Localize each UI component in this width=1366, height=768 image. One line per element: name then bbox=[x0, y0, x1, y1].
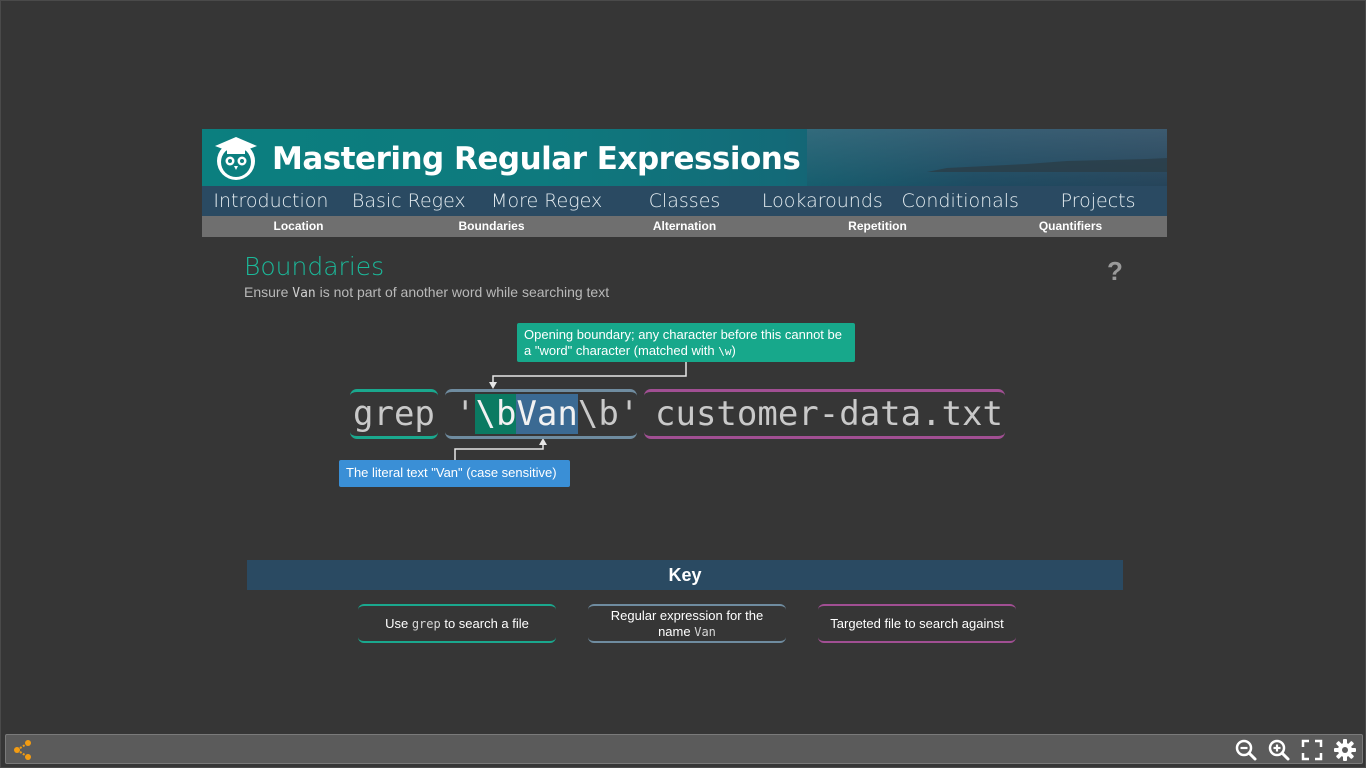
subtitle-text-after: is not part of another word while search… bbox=[315, 284, 610, 300]
key-regex-line2: name bbox=[658, 623, 695, 639]
boundary-callout-text: a "word" character (matched with bbox=[524, 343, 719, 358]
sub-nav-boundaries[interactable]: Boundaries bbox=[458, 219, 525, 233]
zoom-in-icon[interactable] bbox=[1267, 738, 1291, 762]
boundary-callout-line1: Opening boundary; any character before t… bbox=[524, 327, 842, 342]
key-header: Key bbox=[247, 560, 1123, 590]
target-file: customer-data.txt bbox=[644, 389, 1005, 439]
key-item-file: Targeted file to search against bbox=[818, 604, 1016, 643]
sub-nav-alternation[interactable]: Alternation bbox=[652, 219, 717, 233]
main-nav: Introduction Basic Regex More Regex Clas… bbox=[202, 186, 1167, 216]
owl-graduate-icon bbox=[215, 137, 257, 180]
subtitle-text-before: Ensure bbox=[244, 284, 293, 300]
literal-arrowhead bbox=[539, 438, 547, 445]
boundary-callout-line2: a "word" character (matched with \w) bbox=[524, 343, 848, 360]
key-grep-text-end: to search a file bbox=[440, 615, 529, 631]
sub-nav-repetition[interactable]: Repetition bbox=[848, 219, 907, 233]
literal-connector bbox=[454, 442, 544, 460]
banner-landscape bbox=[807, 129, 1167, 186]
sub-nav-quantifiers[interactable]: Quantifiers bbox=[1038, 219, 1103, 233]
boundary-callout: Opening boundary; any character before t… bbox=[517, 323, 855, 362]
help-button[interactable]: ? bbox=[1107, 256, 1123, 286]
grep-command: grep bbox=[350, 389, 438, 439]
regex-open-quote: ' bbox=[455, 394, 476, 434]
settings-icon[interactable] bbox=[1333, 738, 1357, 762]
key-grep-text: Use bbox=[385, 615, 412, 631]
sub-nav-location[interactable]: Location bbox=[273, 219, 324, 233]
nav-item-introduction[interactable]: Introduction bbox=[213, 190, 329, 212]
regex-boundary-open: \b bbox=[475, 394, 517, 434]
banner: Mastering Regular Expressions bbox=[202, 129, 1167, 186]
share-icon[interactable] bbox=[11, 738, 35, 762]
page-subtitle: Ensure Van is not part of another word w… bbox=[244, 284, 609, 301]
key-grep-code: grep bbox=[411, 616, 441, 631]
regex-close-quote: ' bbox=[618, 394, 640, 434]
key-regex-code: Van bbox=[694, 624, 716, 639]
boundary-connector bbox=[492, 362, 687, 385]
regex-literal: Van bbox=[516, 394, 578, 434]
regex-boundary-close: \b bbox=[577, 394, 619, 434]
nav-item-basic-regex[interactable]: Basic Regex bbox=[351, 190, 466, 212]
nav-item-classes[interactable]: Classes bbox=[648, 190, 721, 212]
sub-nav: Location Boundaries Alternation Repetiti… bbox=[202, 216, 1167, 237]
fullscreen-icon[interactable] bbox=[1300, 738, 1324, 762]
nav-item-projects[interactable]: Projects bbox=[1060, 190, 1136, 212]
key-regex-line1: Regular expression for the bbox=[610, 607, 764, 623]
boundary-callout-code: \w bbox=[718, 345, 732, 358]
nav-item-lookarounds[interactable]: Lookarounds bbox=[761, 190, 883, 212]
key-item-grep: Use grep to search a file bbox=[358, 604, 556, 643]
boundary-callout-text-end: ) bbox=[731, 343, 736, 358]
site-title: Mastering Regular Expressions bbox=[272, 141, 801, 177]
zoom-out-icon[interactable] bbox=[1234, 738, 1258, 762]
nav-item-more-regex[interactable]: More Regex bbox=[491, 190, 603, 212]
subtitle-code: Van bbox=[292, 286, 316, 301]
regex-pattern: '\bVan\b' bbox=[445, 389, 640, 439]
literal-callout: The literal text "Van" (case sensitive) bbox=[339, 460, 570, 487]
nav-item-conditionals[interactable]: Conditionals bbox=[901, 190, 1019, 212]
page-title: Boundaries bbox=[244, 252, 385, 281]
banner-hills bbox=[927, 158, 1167, 172]
bottom-toolbar bbox=[5, 734, 1363, 764]
boundary-arrowhead bbox=[489, 382, 497, 389]
